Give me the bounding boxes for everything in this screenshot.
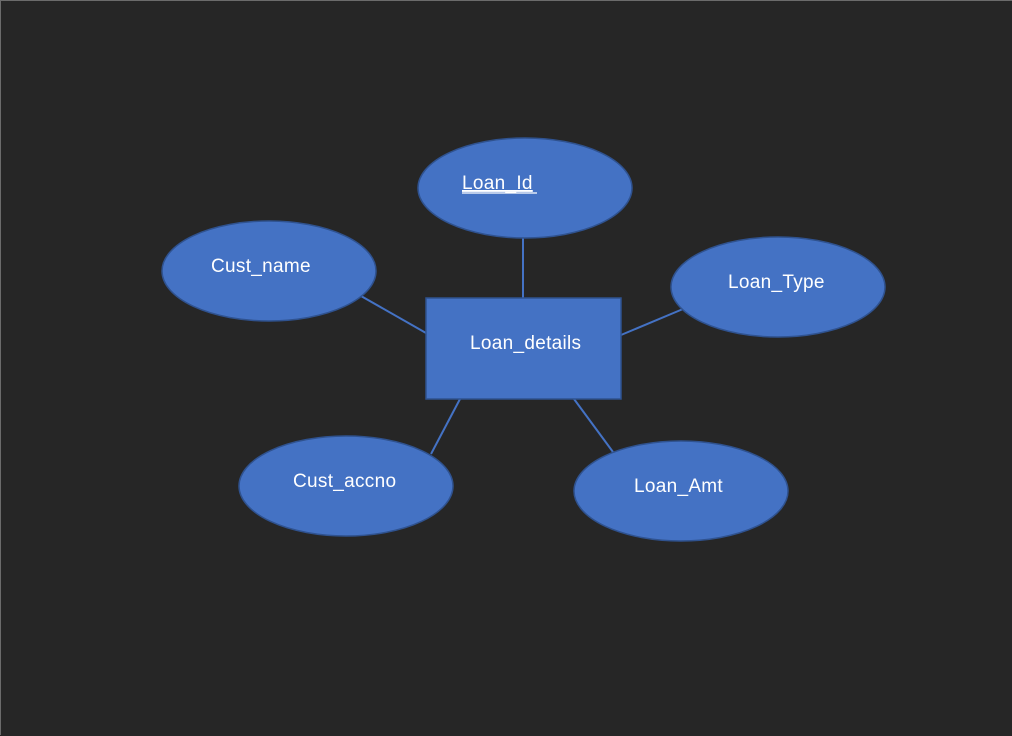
attribute-label: Loan_Type xyxy=(728,272,825,293)
attribute-label: Cust_accno xyxy=(293,471,396,492)
attribute-loan-type: Loan_Type xyxy=(670,236,886,338)
connector-loan-type xyxy=(620,308,684,336)
entity-label: Loan_details xyxy=(470,333,581,354)
connector-loan-amt xyxy=(573,398,614,453)
attribute-ellipse xyxy=(238,435,454,537)
attribute-ellipse xyxy=(417,137,633,239)
attribute-cust-name: Cust_name xyxy=(161,220,377,322)
connector-cust-accno xyxy=(430,398,461,455)
attribute-label-primary-key: Loan_Id xyxy=(462,173,533,194)
attribute-ellipse xyxy=(161,220,377,322)
attribute-loan-amt: Loan_Amt xyxy=(573,440,789,542)
connectors xyxy=(360,238,684,455)
entity-box xyxy=(425,297,622,400)
attribute-loan-id: Loan_Id xyxy=(417,137,633,239)
entity-loan-details: Loan_details xyxy=(425,297,622,400)
attribute-label: Loan_Amt xyxy=(634,476,723,497)
connector-cust-name xyxy=(360,295,427,334)
attribute-ellipse xyxy=(573,440,789,542)
attribute-ellipse xyxy=(670,236,886,338)
attribute-label: Cust_name xyxy=(211,256,311,277)
attribute-cust-accno: Cust_accno xyxy=(238,435,454,537)
